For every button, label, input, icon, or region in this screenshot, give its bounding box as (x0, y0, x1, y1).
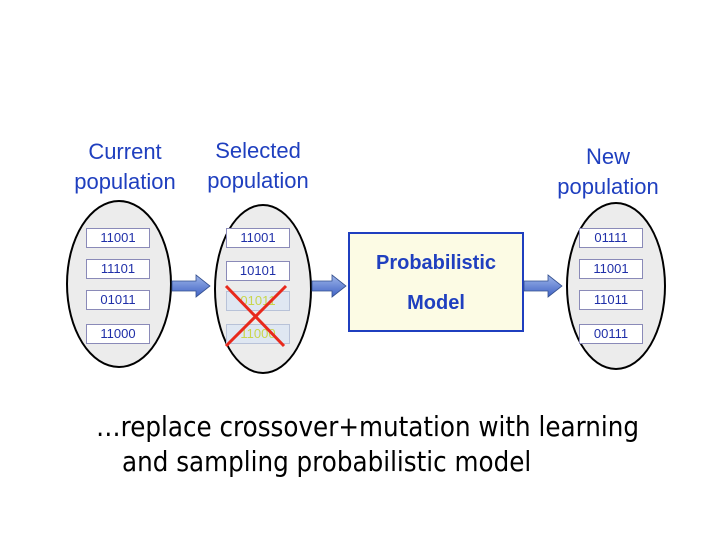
current-item-2: 11101 (86, 259, 150, 279)
current-heading-line1: Current (88, 139, 162, 164)
current-item-4: 11000 (86, 324, 150, 344)
arrow-current-to-selected (171, 274, 211, 298)
selected-item-1: 11001 (226, 228, 290, 248)
current-heading-line2: population (74, 169, 176, 194)
new-item-1: 01111 (579, 228, 643, 248)
new-population-heading: New population (553, 142, 663, 202)
selected-item-2: 10101 (226, 261, 290, 281)
caption-line-1: …replace crossover+mutation with learnin… (96, 410, 640, 443)
selected-heading-line1: Selected (215, 138, 301, 163)
current-item-1: 11001 (86, 228, 150, 248)
selected-heading-line2: population (207, 168, 309, 193)
new-heading-line2: population (557, 174, 659, 199)
arrow-selected-to-model (311, 274, 347, 298)
new-heading-line1: New (585, 144, 630, 169)
current-population-heading: Current population (70, 137, 180, 197)
selected-population-heading: Selected population (203, 136, 313, 196)
new-item-4: 00111 (579, 324, 643, 344)
arrow-model-to-new (523, 274, 563, 298)
new-item-3: 11011 (579, 290, 643, 310)
cross-stroke-2 (224, 284, 288, 348)
new-item-2: 11001 (579, 259, 643, 279)
probabilistic-model-box: Probabilistic Model (348, 232, 524, 332)
model-label-line1: Probabilistic (375, 252, 497, 274)
caption-line-2: and sampling probabilistic model (122, 445, 532, 478)
model-label-line2: Model (407, 292, 465, 314)
current-item-3: 01011 (86, 290, 150, 310)
